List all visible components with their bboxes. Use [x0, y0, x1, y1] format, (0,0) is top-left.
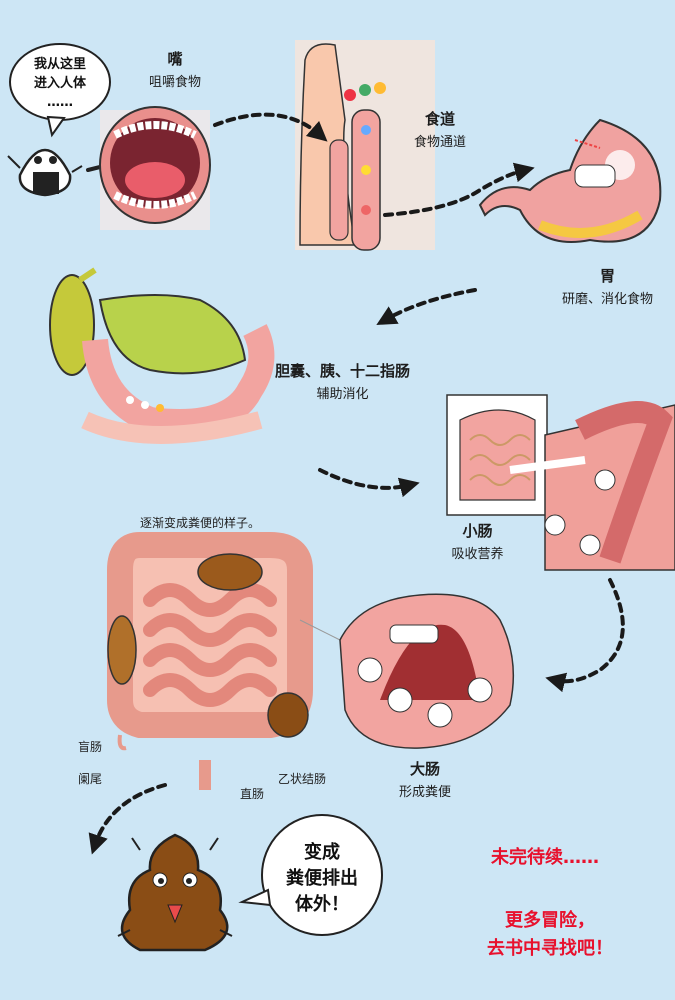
mouth-title: 嘴 [167, 50, 183, 68]
gallbladder-label: 胆囊、胰、十二指肠 辅助消化 [255, 360, 430, 402]
esophagus-illustration [295, 40, 435, 251]
large-intestine-title: 大肠 [409, 760, 440, 778]
small-intestine-label: 小肠 吸收营养 [430, 520, 525, 562]
speech-start-line3: …… [47, 95, 73, 110]
mouth-desc: 咀嚼食物 [148, 75, 201, 90]
gallbladder-desc: 辅助消化 [316, 387, 369, 402]
speech-start-line1: 我从这里 [33, 57, 86, 72]
rice-ball-character-icon [7, 148, 125, 197]
small-intestine-desc: 吸收营养 [451, 547, 504, 562]
rectum-label: 直肠 [240, 787, 265, 801]
stomach-title: 胃 [599, 267, 615, 285]
speech-end-line3: 体外！ [295, 894, 349, 915]
large-intestine-label: 大肠 形成粪便 [385, 758, 465, 800]
speech-bubble-start-text: 我从这里 进入人体 …… [12, 55, 108, 112]
speech-bubble-end [238, 814, 383, 936]
esophagus-title: 食道 [424, 110, 455, 128]
stomach-illustration [478, 118, 662, 243]
cecum-label: 盲肠 [78, 740, 103, 754]
esophagus-label: 食道 食物通道 [395, 108, 485, 150]
large-intestine-caption: 逐渐变成粪便的样子。 [140, 516, 261, 530]
esophagus-desc: 食物通道 [413, 135, 466, 150]
small-intestine-title: 小肠 [462, 522, 493, 540]
mouth-illustration [99, 106, 211, 230]
appendix-label: 阑尾 [78, 772, 103, 786]
gallbladder-pancreas-illustration [49, 267, 275, 444]
dashed-arrow-icon [88, 112, 625, 855]
large-intestine-desc: 形成粪便 [398, 785, 451, 800]
speech-bubble-start [9, 43, 111, 138]
small-intestine-illustration [446, 394, 675, 571]
gallbladder-title: 胆囊、胰、十二指肠 [274, 362, 410, 380]
stomach-desc: 研磨、消化食物 [561, 292, 653, 307]
ending-line2: 更多冒险， [505, 910, 595, 931]
mouth-label: 嘴 咀嚼食物 [120, 48, 230, 90]
large-intestine-illustration [107, 532, 341, 790]
to-be-continued-text: 未完待续…… [491, 847, 599, 868]
speech-bubble-end-text: 变成 粪便排出 体外！ [270, 840, 374, 918]
poop-character-icon [117, 833, 233, 952]
speech-end-line1: 变成 [304, 842, 340, 863]
ending-message: 更多冒险， 去书中寻找吧！ [465, 907, 635, 963]
ending-line3: 去书中寻找吧！ [487, 938, 613, 959]
large-intestine-inside-view [339, 593, 515, 749]
stomach-label: 胃 研磨、消化食物 [545, 265, 670, 307]
speech-end-line2: 粪便排出 [286, 868, 358, 889]
speech-start-line2: 进入人体 [33, 76, 86, 91]
sigmoid-colon-label: 乙状结肠 [278, 772, 327, 786]
